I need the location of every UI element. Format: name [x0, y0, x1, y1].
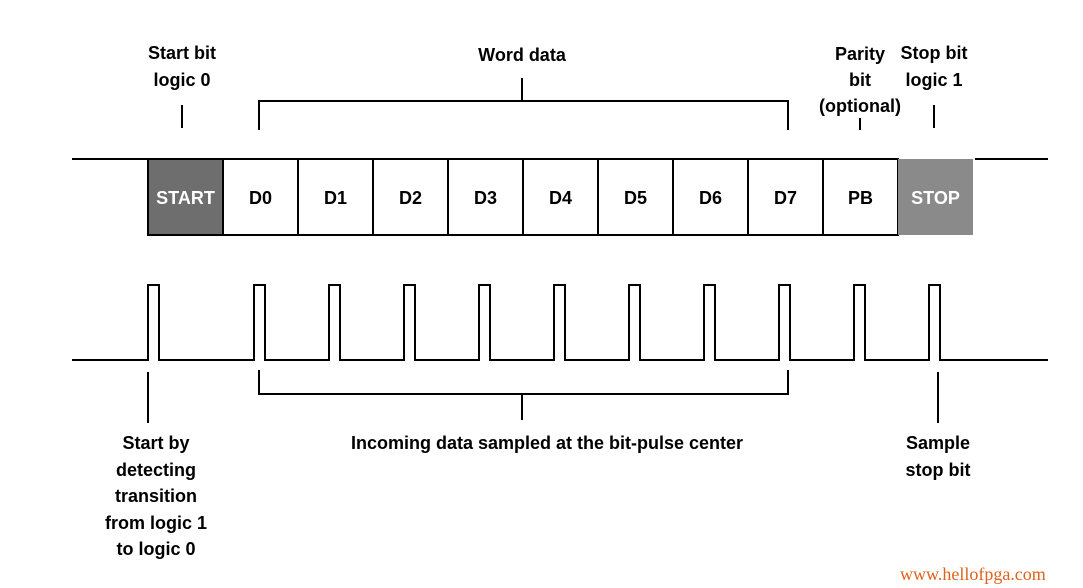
parity-bit-line-1: Parity — [834, 44, 886, 64]
sample-pulse-train — [72, 284, 1048, 361]
sample-stop-line-2: stop bit — [905, 459, 971, 480]
cell-pb-box — [822, 158, 899, 236]
start-bit-line-1: Start bit — [147, 43, 216, 63]
cell-d1-label: D1 — [324, 188, 347, 208]
start-detect-label: Start by detecting transition from logic… — [92, 430, 220, 563]
parity-bit-line-2: bit — [849, 70, 871, 90]
cell-d0-label: D0 — [249, 188, 272, 208]
stop-bit-label: Stop bit logic 1 — [884, 40, 984, 93]
cell-d2-label: D2 — [399, 188, 422, 208]
cell-d7-label: D7 — [774, 188, 797, 208]
cell-d7-box — [747, 158, 824, 236]
watermark: www.hellofpga.com — [900, 564, 1046, 584]
start-detect-line-4: from logic 1 — [104, 512, 207, 533]
start-bit-label: Start bit logic 0 — [132, 40, 232, 93]
frame-cells: START D0 D1 D2 D3 D4 D5 D6 D7 PB STOP — [147, 158, 973, 236]
word-data-bracket — [258, 78, 789, 130]
cell-d5-label: D5 — [624, 188, 647, 208]
cell-d1-box — [297, 158, 374, 236]
cell-d3-box — [447, 158, 524, 236]
cell-d4-box — [522, 158, 599, 236]
cell-start-box — [147, 158, 224, 236]
cell-stop-label: STOP — [911, 188, 960, 208]
parity-bit-line-3: (optional) — [819, 96, 901, 116]
pulse-waveform — [72, 284, 1048, 361]
start-detect-line-2: detecting — [115, 459, 196, 480]
cell-stop-box — [898, 159, 973, 235]
start-detect-line-3: transition — [114, 486, 197, 506]
start-detect-line-5: to logic 0 — [116, 539, 196, 559]
word-data-label: Word data — [478, 45, 566, 65]
cell-d2-box — [372, 158, 449, 236]
cell-d6-box — [672, 158, 749, 236]
stop-bit-line-1: Stop bit — [900, 43, 968, 63]
cell-d4-label: D4 — [549, 188, 572, 208]
sample-stop-label: Sample stop bit — [886, 430, 990, 483]
cell-pb-label: PB — [848, 188, 873, 208]
parity-bit-label: Parity bit (optional) — [808, 41, 912, 119]
sample-stop-line-1: Sample — [905, 433, 971, 453]
cell-d5-box — [597, 158, 674, 236]
cell-d6-label: D6 — [699, 188, 722, 208]
sample-bracket — [258, 370, 789, 420]
start-detect-line-1: Start by — [122, 433, 190, 453]
cell-d3-label: D3 — [474, 188, 497, 208]
incoming-data-label: Incoming data sampled at the bit-pulse c… — [350, 433, 744, 453]
start-bit-line-2: logic 0 — [153, 69, 211, 90]
cell-start-label: START — [156, 188, 215, 208]
stop-bit-line-2: logic 1 — [905, 69, 963, 90]
